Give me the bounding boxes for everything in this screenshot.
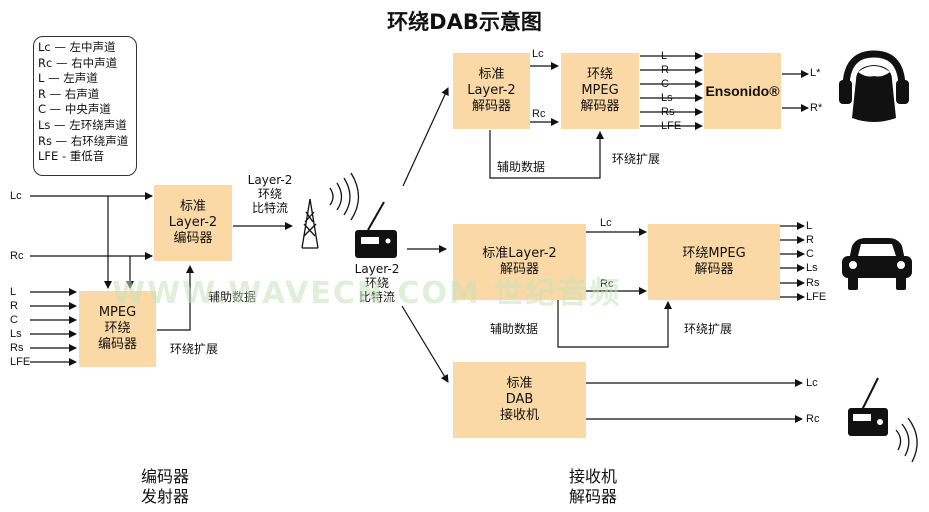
radio-stream-label: Layer-2 环绕 比特流	[348, 262, 406, 304]
mpeg-encoder-box: MPEG 环绕 编码器	[79, 291, 156, 367]
top-mid-label-lc: Lc	[532, 48, 544, 60]
box-text: 标准	[506, 376, 533, 391]
input-label-lc: Lc	[10, 190, 22, 202]
input-label-rc: Rc	[10, 250, 24, 262]
legend-item: LFE - 重低音	[38, 149, 105, 164]
mid-out-label-l: L	[806, 220, 813, 232]
layer2-encoder-box: 标准 Layer-2 编码器	[154, 185, 232, 261]
legend-item: Lc — 左中声道	[38, 40, 116, 54]
encoder-stream-label: Layer-2 环绕 比特流	[241, 173, 299, 215]
legend-item: Ls — 左环绕声道	[38, 117, 127, 132]
box-text: 标准	[478, 67, 505, 82]
input-label-lfe: LFE	[10, 356, 31, 368]
mid-out-label-c: C	[806, 248, 814, 260]
page-title: 环绕DAB示意图	[387, 10, 542, 34]
input-label-r: R	[10, 300, 18, 312]
top-out-label-l: L	[661, 50, 668, 62]
final-out-label-l: L*	[810, 67, 821, 79]
ensonido-box: Ensonido®	[704, 53, 781, 129]
box-text: 编码器	[173, 231, 213, 246]
top-out-label-rs: Rs	[661, 106, 675, 118]
antenna-tower-icon	[301, 172, 360, 249]
box-text: 环绕MPEG	[682, 246, 746, 261]
top-out-label-ls: Ls	[661, 92, 673, 104]
mid-out-label-ls: Ls	[806, 262, 818, 274]
legend-item: C — 中央声道	[38, 102, 111, 117]
mid-mid-label-lc: Lc	[600, 217, 612, 229]
mid-out-label-r: R	[806, 234, 814, 246]
box-text: Layer-2	[168, 215, 218, 230]
stream-text: 比特流	[358, 290, 395, 304]
box-text: Layer-2	[467, 83, 516, 98]
mid-out-label-rs: Rs	[806, 277, 820, 289]
box-text: 接收机	[499, 408, 539, 423]
box-text: 环绕	[104, 321, 131, 336]
stream-text: Layer-2	[354, 262, 400, 276]
stream-text: 比特流	[251, 201, 288, 215]
mid-layer2-decoder-box: 标准Layer-2 解码器	[453, 224, 586, 300]
box-text: 编码器	[97, 337, 137, 352]
top-mid-label-rc: Rc	[532, 108, 546, 120]
final-out-label-r: R*	[810, 102, 823, 114]
box-text: MPEG	[581, 83, 619, 98]
channel-legend: Lc — 左中声道 Rc — 右中声道 L — 左声道 R — 右声道 C — …	[33, 36, 137, 176]
dab-receiver-box: 标准 DAB 接收机	[453, 362, 586, 438]
box-text: 标准	[179, 199, 206, 214]
top-ext-label: 环绕扩展	[612, 152, 661, 166]
top-layer2-decoder-box: 标准 Layer-2 解码器	[453, 53, 530, 129]
mid-mid-label-rc: Rc	[600, 278, 614, 290]
stream-text: 环绕	[364, 276, 389, 290]
mid-ext-label: 环绕扩展	[684, 322, 733, 336]
input-label-c: C	[10, 314, 18, 326]
stream-text: Layer-2	[247, 173, 293, 187]
stream-text: 环绕	[257, 187, 282, 201]
box-text: 标准Layer-2	[482, 246, 557, 261]
car-icon	[842, 238, 912, 290]
top-out-label-r: R	[661, 64, 669, 76]
input-label-ls: Ls	[10, 328, 22, 340]
legend-item: R — 右声道	[38, 86, 100, 101]
encoder-aux-label: 辅助数据	[208, 290, 257, 304]
encoder-caption: 编码器 发射器	[120, 467, 210, 507]
top-mpeg-decoder-box: 环绕 MPEG 解码器	[561, 53, 639, 129]
portable-radio-icon	[848, 377, 918, 463]
bottom-out-label-rc: Rc	[806, 413, 820, 425]
bottom-out-label-lc: Lc	[806, 377, 818, 389]
box-text: DAB	[505, 392, 534, 407]
top-out-label-c: C	[661, 78, 669, 90]
input-label-l: L	[10, 286, 17, 298]
box-text: 解码器	[694, 262, 734, 277]
input-label-rs: Rs	[10, 342, 24, 354]
mid-out-label-lfe: LFE	[806, 291, 827, 303]
box-text: 解码器	[499, 262, 539, 277]
top-out-label-lfe: LFE	[661, 120, 682, 132]
legend-item: Rc — 右中声道	[38, 55, 118, 70]
watermark: WWW.WAVECN.COM 世纪音频	[112, 276, 622, 311]
box-text: 解码器	[471, 99, 511, 114]
box-text: MPEG	[98, 305, 137, 320]
headphones-person-icon	[839, 50, 909, 122]
top-aux-label: 辅助数据	[497, 160, 546, 174]
box-text: 环绕	[586, 67, 613, 82]
caption-text: 解码器	[568, 487, 617, 506]
mid-mpeg-decoder-box: 环绕MPEG 解码器	[648, 224, 780, 300]
mid-aux-label: 辅助数据	[490, 322, 539, 336]
caption-text: 接收机	[568, 467, 617, 486]
radio-icon	[355, 201, 397, 258]
box-text: 解码器	[580, 99, 620, 114]
legend-item: L — 左声道	[38, 71, 98, 86]
encoder-ext-label: 环绕扩展	[170, 342, 219, 356]
caption-text: 编码器	[140, 467, 189, 486]
legend-item: Rs — 右环绕声道	[38, 133, 129, 148]
caption-text: 发射器	[140, 487, 189, 506]
receiver-caption: 接收机 解码器	[548, 467, 638, 507]
